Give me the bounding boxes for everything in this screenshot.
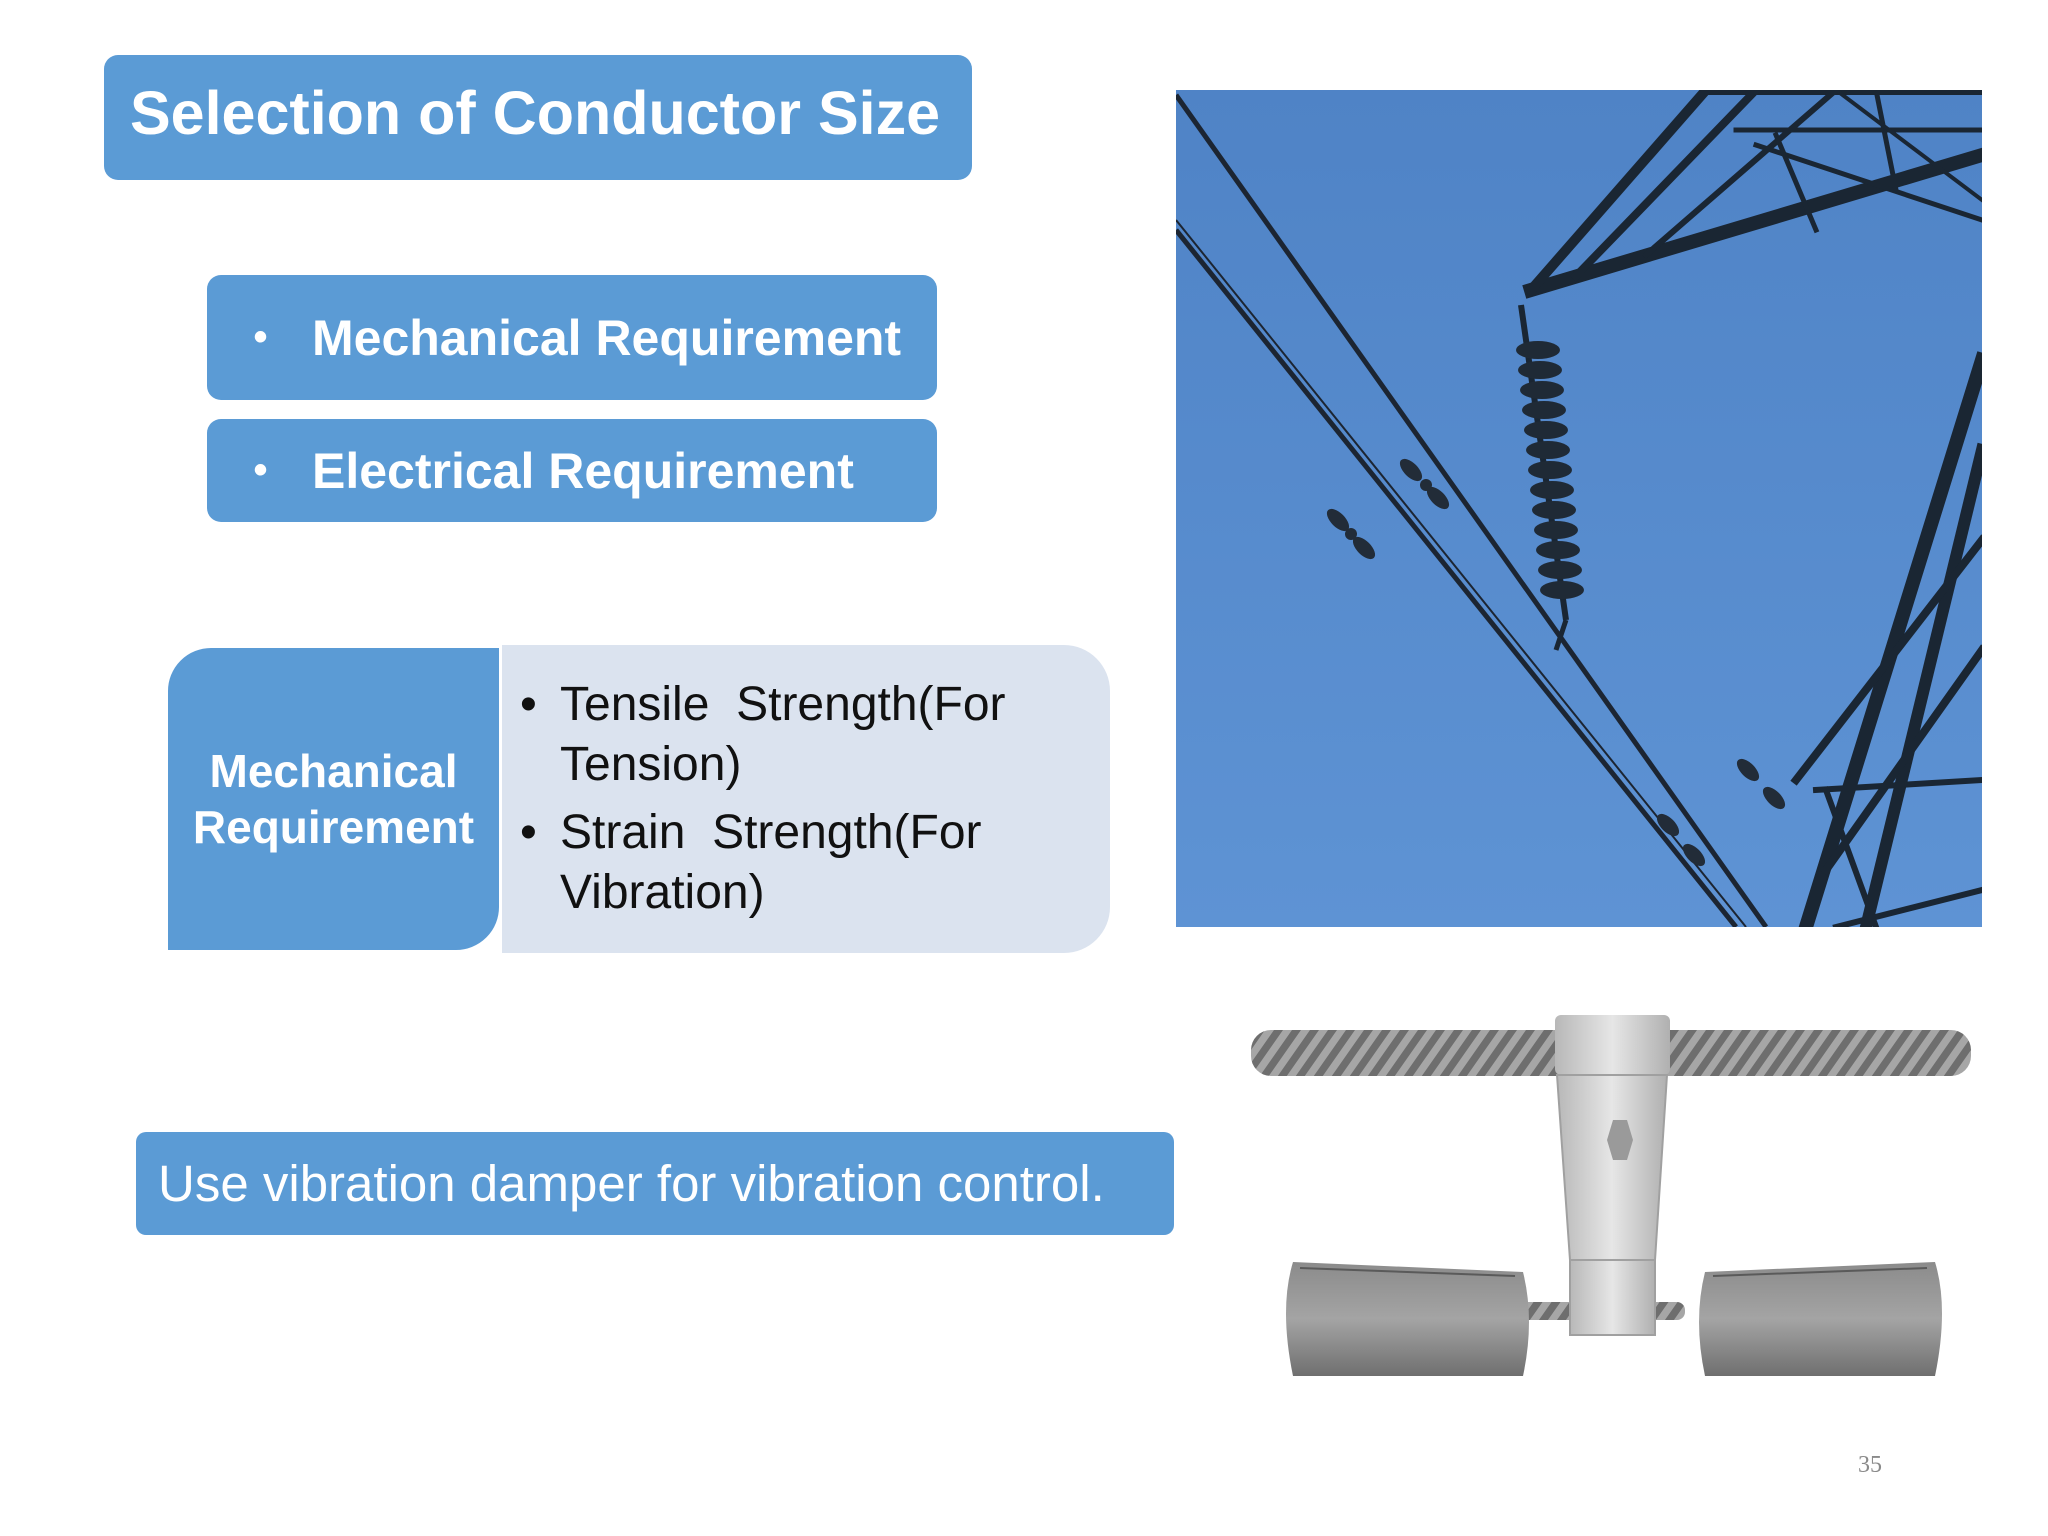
tower-structure <box>1522 90 1982 927</box>
damper-clamp <box>1555 1015 1670 1336</box>
slide-title: Selection of Conductor Size <box>104 55 972 180</box>
mechanical-requirement-box: • Mechanical Requirement <box>207 275 937 400</box>
list-item-text: Tensile Strength(For Tension) <box>560 678 1018 791</box>
list-item-text: Strain Strength(For Vibration) <box>560 806 995 919</box>
bullet: • <box>520 806 537 859</box>
page-number: 35 <box>1858 1452 1882 1478</box>
list-item: • Strain Strength(For Vibration) <box>520 803 1110 923</box>
mechanical-card-heading-text: Mechanical Requirement <box>192 745 475 853</box>
electrical-requirement-label: Electrical Requirement <box>312 442 854 499</box>
note-text: Use vibration damper for vibration contr… <box>158 1155 1105 1212</box>
vibration-damper-photo <box>1185 990 1995 1400</box>
vibration-damper-note: Use vibration damper for vibration contr… <box>136 1132 1174 1235</box>
bullet: • <box>520 678 537 731</box>
mechanical-requirement-label: Mechanical Requirement <box>312 309 902 366</box>
bullet: • <box>253 448 268 492</box>
insulator-string <box>1516 304 1584 651</box>
mechanical-card-heading: Mechanical Requirement <box>165 645 502 953</box>
mechanical-card-list: • Tensile Strength(For Tension) • Strain… <box>502 645 1110 953</box>
line-dampers <box>1326 458 1786 867</box>
damper-weight-right <box>1699 1262 1942 1376</box>
sky-background <box>1176 90 1982 927</box>
list-item: • Tensile Strength(For Tension) <box>520 675 1110 795</box>
bullet: • <box>253 315 268 359</box>
conductor-lines <box>1176 93 1769 927</box>
slide-title-text: Selection of Conductor Size <box>130 79 941 147</box>
transmission-tower-photo <box>1176 90 1982 927</box>
damper-weight-left <box>1286 1262 1529 1376</box>
electrical-requirement-box: • Electrical Requirement <box>207 419 937 522</box>
